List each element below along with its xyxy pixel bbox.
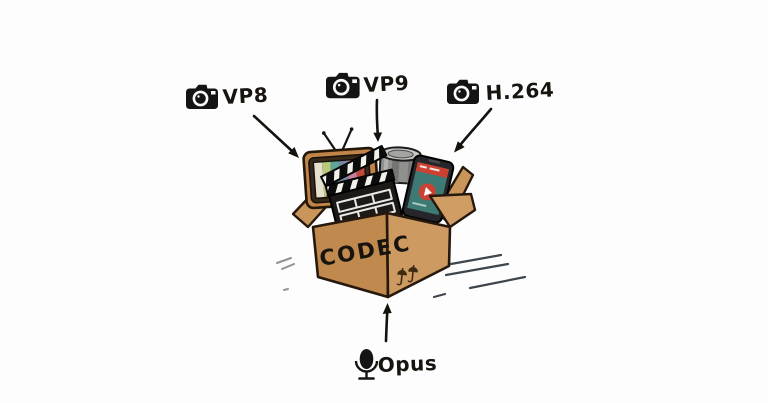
opus-arrow <box>384 311 389 343</box>
vp8-arrowhead <box>288 147 299 158</box>
opus-arrowhead <box>382 303 392 314</box>
codec-label-vp8: VP8 <box>184 83 299 158</box>
codec-label-opus: Opus <box>354 303 438 380</box>
speed-line <box>432 292 447 299</box>
ground-dash <box>283 288 289 291</box>
camera-icon <box>184 83 220 111</box>
vp8-arrow <box>252 114 294 153</box>
codec-label-vp9: VP9 <box>324 71 410 142</box>
box-front-right-flap <box>428 192 477 229</box>
speed-lines <box>432 253 527 299</box>
h264-arrowhead <box>454 141 465 153</box>
vp9-label: VP9 <box>363 71 410 97</box>
phone-top-banner <box>415 162 449 178</box>
clapperboard-icon <box>320 144 403 232</box>
vp9-arrowhead <box>373 132 383 142</box>
ground-marks <box>276 257 295 291</box>
codec-label-h264: H.264 <box>445 77 555 153</box>
camera-icon <box>324 71 361 100</box>
vp9-arrow <box>375 98 379 135</box>
speed-line <box>449 253 503 266</box>
speed-line <box>444 262 510 277</box>
ground-dash <box>281 263 295 270</box>
clapper-top-stick <box>320 144 388 188</box>
codec-box: CODEC <box>291 127 477 299</box>
microphone-icon <box>354 347 379 380</box>
opus-label: Opus <box>377 351 437 377</box>
h264-arrow <box>459 107 493 146</box>
speed-line <box>468 275 527 290</box>
h264-label: H.264 <box>485 77 555 105</box>
box-front-right-face <box>385 211 452 299</box>
ground-dash <box>276 257 292 264</box>
vp8-label: VP8 <box>222 83 269 109</box>
camera-icon <box>445 78 481 106</box>
clapper-bottom-stick <box>324 168 396 198</box>
